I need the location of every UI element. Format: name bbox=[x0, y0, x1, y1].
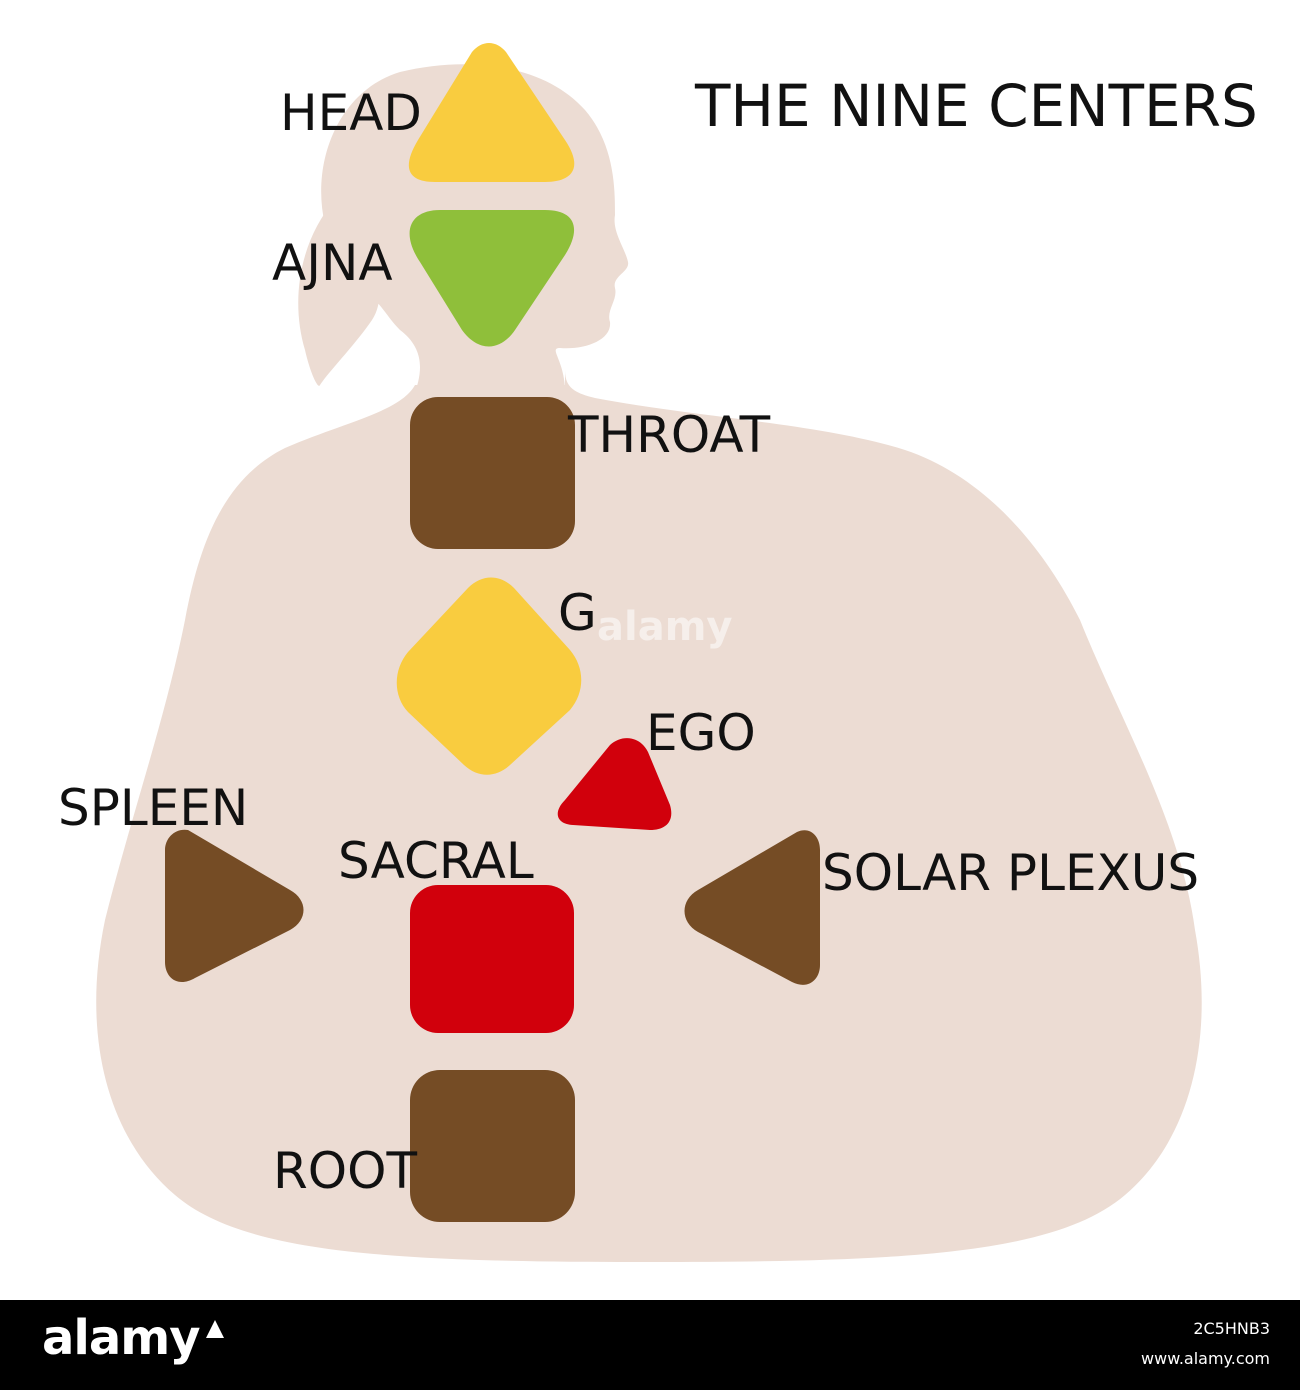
sacral-center-shape bbox=[410, 885, 574, 1033]
g-center-shape bbox=[396, 577, 582, 775]
image-id: 2C5HNB3 bbox=[1193, 1319, 1270, 1338]
centers bbox=[165, 43, 820, 1222]
g-label: G bbox=[558, 584, 597, 642]
root-label: ROOT bbox=[273, 1142, 417, 1200]
root-center-shape bbox=[410, 1070, 575, 1222]
stock-footer-bar: alamy 2C5HNB3 www.alamy.com bbox=[0, 1300, 1300, 1390]
footer-meta: 2C5HNB3 www.alamy.com bbox=[1141, 1314, 1270, 1374]
head-label: HEAD bbox=[280, 84, 422, 142]
head-center-shape bbox=[408, 43, 575, 182]
alamy-logo-text: alamy bbox=[42, 1310, 201, 1366]
throat-label: THROAT bbox=[567, 406, 771, 464]
diagram-title: THE NINE CENTERS bbox=[694, 72, 1258, 140]
ajna-label: AJNA bbox=[272, 234, 393, 292]
ego-label: EGO bbox=[646, 704, 756, 762]
spleen-center-shape bbox=[165, 829, 304, 983]
ajna-center-shape bbox=[409, 210, 575, 347]
solar-plexus-label: SOLAR PLEXUS bbox=[822, 844, 1199, 902]
body-silhouette bbox=[96, 64, 1202, 1262]
silhouette-ponytail bbox=[298, 200, 380, 386]
alamy-logo: alamy bbox=[42, 1310, 226, 1366]
nine-centers-diagram: alamy THE NINE CENTERS HEAD AJNA THROAT … bbox=[58, 43, 1258, 1262]
sacral-label: SACRAL bbox=[338, 832, 534, 890]
alamy-logo-mark-icon bbox=[205, 1320, 224, 1338]
spleen-label: SPLEEN bbox=[58, 779, 248, 837]
ego-center-shape bbox=[557, 738, 672, 830]
throat-center-shape bbox=[410, 397, 575, 549]
solar-plexus-center-shape bbox=[684, 830, 820, 985]
labels: THE NINE CENTERS HEAD AJNA THROAT G EGO … bbox=[58, 72, 1258, 1200]
site-url: www.alamy.com bbox=[1141, 1349, 1270, 1368]
